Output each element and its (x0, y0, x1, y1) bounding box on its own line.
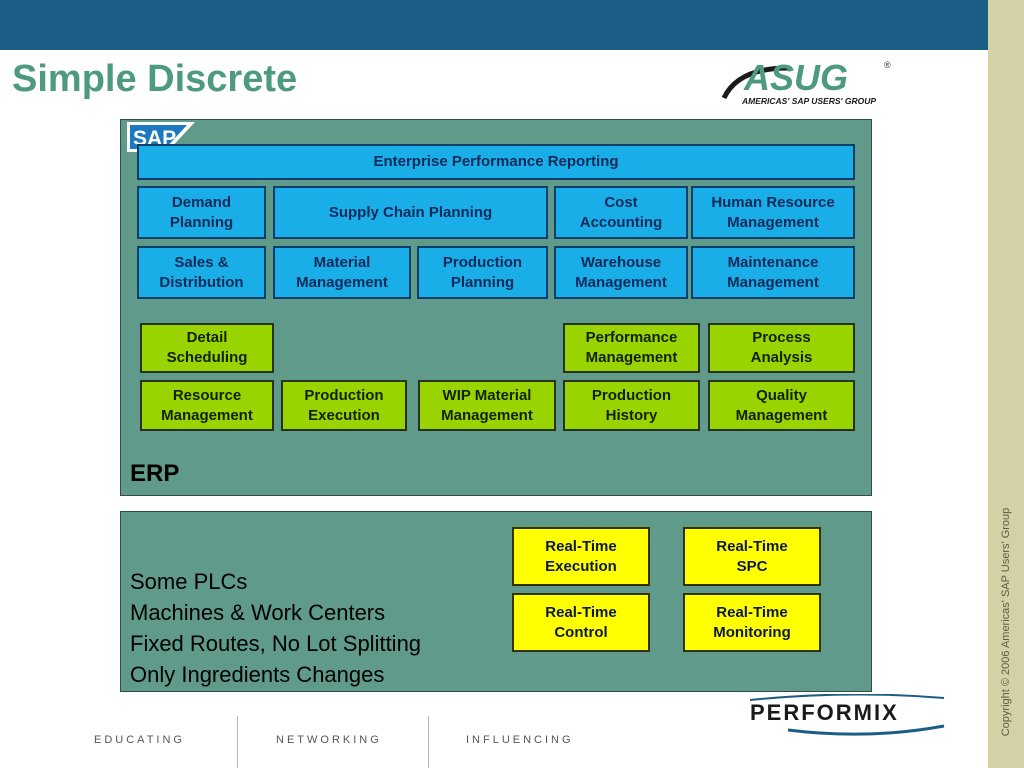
demand-planning-box: Demand Planning (137, 186, 266, 239)
footer-divider (428, 716, 429, 768)
real-time-control-box: Real-Time Control (512, 593, 650, 652)
plant-characteristic: Some PLCs (130, 569, 248, 594)
plant-characteristics-list: Some PLCs Machines & Work Centers Fixed … (130, 566, 421, 690)
production-execution-box: Production Execution (281, 380, 407, 431)
supply-chain-planning-box: Supply Chain Planning (273, 186, 548, 239)
slide-title: Simple Discrete (12, 58, 298, 100)
real-time-monitoring-box: Real-Time Monitoring (683, 593, 821, 652)
wip-material-management-box: WIP Material Management (418, 380, 556, 431)
copyright-text: Copyright © 2006 Americas' SAP Users' Gr… (1000, 507, 1012, 737)
erp-panel: SAP Enterprise Performance Reporting Dem… (120, 119, 872, 496)
asug-tagline: AMERICAS' SAP USERS' GROUP (741, 96, 876, 106)
plant-floor-panel: Real-Time Execution Real-Time SPC Real-T… (120, 511, 872, 692)
plant-characteristic: Fixed Routes, No Lot Splitting (130, 631, 422, 656)
process-analysis-box: Process Analysis (708, 323, 855, 373)
asug-logo: ASUG ® AMERICAS' SAP USERS' GROUP (721, 57, 891, 106)
warehouse-management-box: Warehouse Management (554, 246, 688, 299)
side-band (988, 0, 1024, 768)
real-time-spc-box: Real-Time SPC (683, 527, 821, 586)
detail-scheduling-box: Detail Scheduling (140, 323, 274, 373)
production-history-box: Production History (563, 380, 700, 431)
material-management-box: Material Management (273, 246, 411, 299)
cost-accounting-box: Cost Accounting (554, 186, 688, 239)
sales-distribution-box: Sales & Distribution (137, 246, 266, 299)
performance-management-box: Performance Management (563, 323, 700, 373)
footer-educating: EDUCATING (94, 734, 185, 746)
footer-divider (237, 716, 238, 768)
enterprise-performance-reporting: Enterprise Performance Reporting (137, 144, 855, 180)
footer-influencing: INFLUENCING (466, 734, 574, 746)
human-resource-management-box: Human Resource Management (691, 186, 855, 239)
asug-wordmark: ASUG (743, 57, 848, 98)
maintenance-management-box: Maintenance Management (691, 246, 855, 299)
header-band (0, 0, 988, 50)
plant-characteristic: Only Ingredients Changes (130, 662, 385, 687)
quality-management-box: Quality Management (708, 380, 855, 431)
plant-characteristic: Machines & Work Centers (130, 600, 386, 625)
performix-wordmark: PERFORMIX (750, 700, 899, 725)
erp-label: ERP (130, 460, 180, 487)
footer-networking: NETWORKING (276, 734, 382, 746)
resource-management-box: Resource Management (140, 380, 274, 431)
registered-mark: ® (884, 60, 891, 70)
production-planning-box: Production Planning (417, 246, 548, 299)
real-time-execution-box: Real-Time Execution (512, 527, 650, 586)
performix-logo: PERFORMIX (749, 694, 945, 736)
